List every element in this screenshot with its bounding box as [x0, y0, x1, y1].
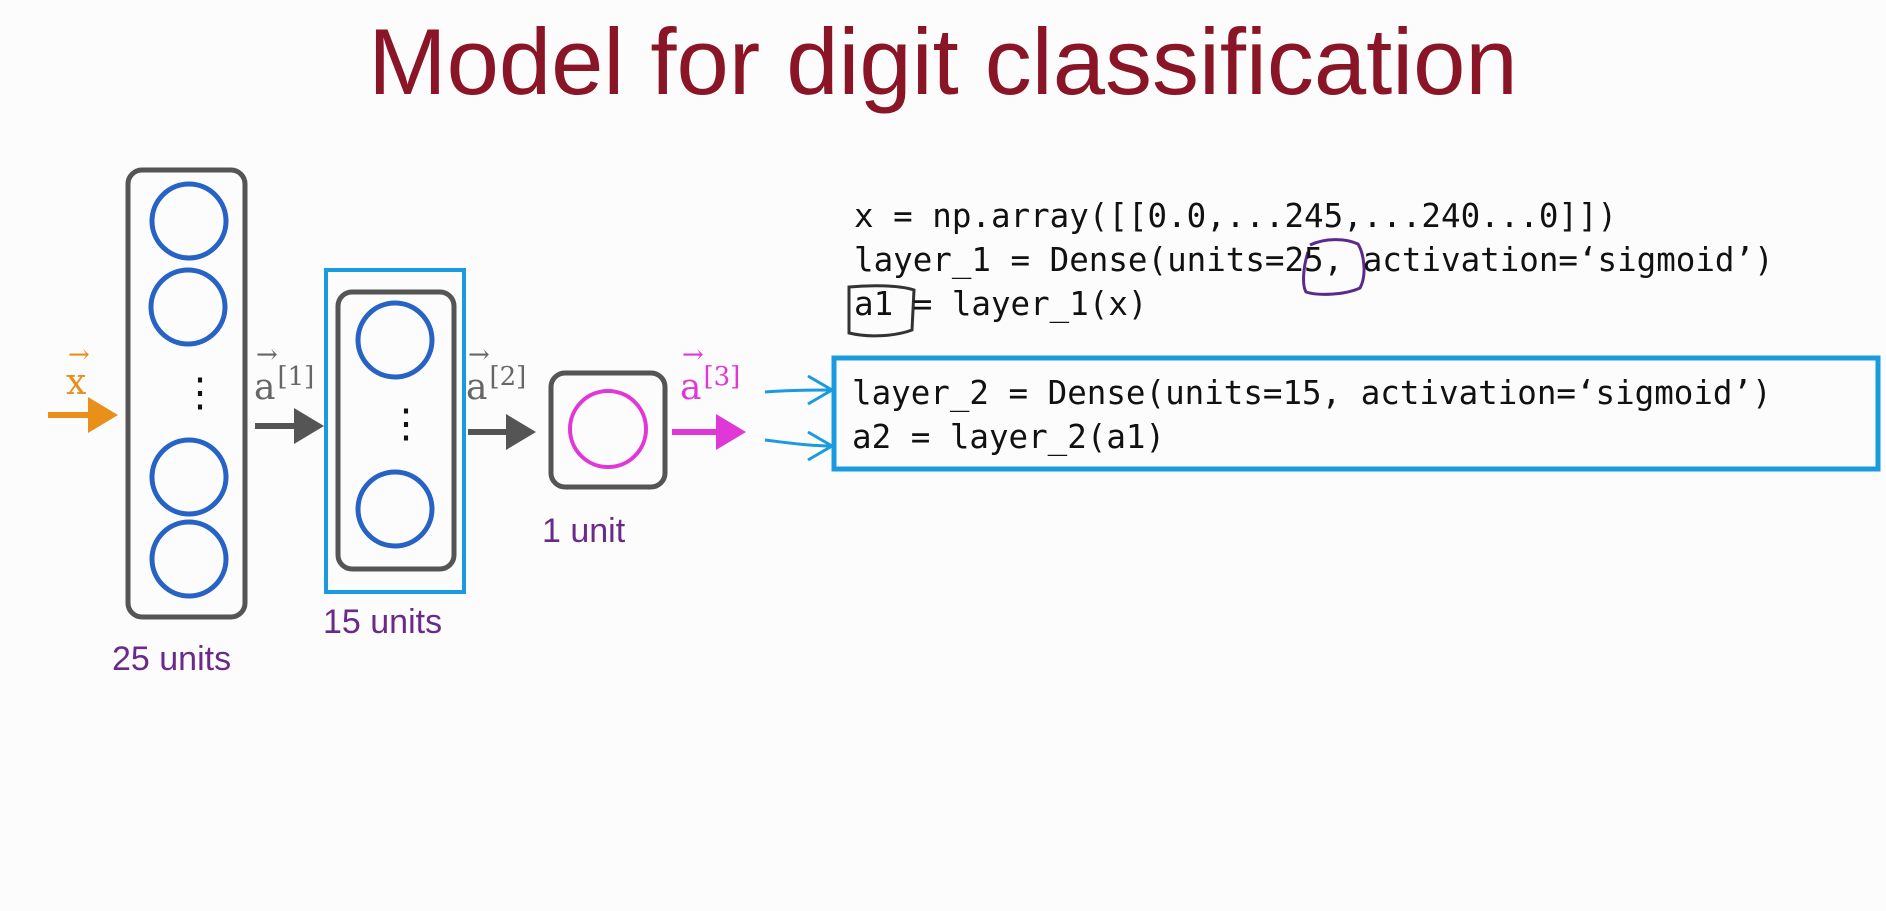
page-title: Model for digit classification: [368, 9, 1518, 114]
code-line: x = np.array([[0.0,...245,...240...0]]): [854, 197, 1618, 235]
annotation-box-a1: [847, 284, 916, 338]
activation-2-label: →a[2]: [466, 340, 527, 408]
layer-3-units-label: 1 unit: [542, 512, 626, 550]
vector-arrow-icon: →: [68, 340, 90, 370]
vector-arrow-icon: →: [468, 340, 490, 370]
layer-3-box: [548, 370, 668, 490]
code-highlight-box: [831, 355, 1881, 472]
layer-1-neuron: [149, 181, 229, 261]
layer-2-units-label: 15 units: [323, 603, 443, 641]
handdrawn-arrow-upper: [764, 388, 833, 394]
annotation-circle-25: [1302, 238, 1366, 296]
vector-arrow-icon: →: [682, 340, 704, 370]
code-line: layer_2 = Dense(units=15, activation=‘si…: [852, 374, 1772, 412]
code-line: layer_1 = Dense(units=25, activation=‘si…: [854, 241, 1774, 279]
activation-3-label: →a[3]: [680, 340, 741, 408]
vector-arrow-icon: →: [256, 340, 278, 370]
layer-1-neuron: [148, 267, 228, 347]
layer-1-units-label: 25 units: [112, 640, 232, 678]
layer-1-box: [125, 167, 248, 620]
layer-2-ellipsis: ⋮: [386, 402, 426, 446]
input-vector-label: →x: [66, 340, 90, 403]
activation-1-label: →a[1]: [254, 340, 315, 408]
layer-1-neuron: [149, 437, 229, 517]
layer-2-neuron: [355, 469, 435, 549]
layer-2-highlight-box: [324, 268, 466, 594]
layer-2-box: [335, 289, 457, 572]
layer-1-neuron: [149, 519, 229, 599]
code-block-boxed: layer_2 = Dense(units=15, activation=‘si…: [852, 371, 1772, 459]
handdrawn-arrow-lower: [764, 438, 833, 448]
code-block-top: x = np.array([[0.0,...245,...240...0]]) l…: [854, 194, 1774, 326]
output-neuron: [568, 389, 648, 469]
layer-2-neuron: [355, 300, 435, 380]
layer-1-ellipsis: ⋮: [180, 371, 220, 415]
code-line: a1 = layer_1(x): [854, 285, 1148, 323]
code-line: a2 = layer_2(a1): [852, 418, 1166, 456]
